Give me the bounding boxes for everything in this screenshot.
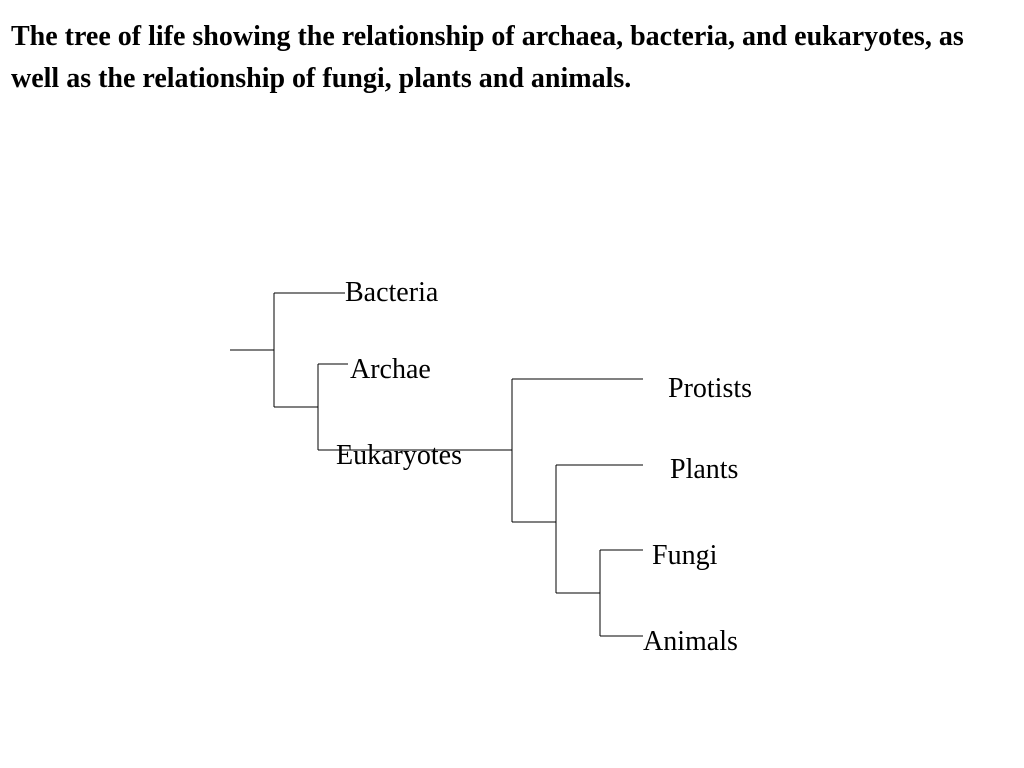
- leaf-label-fungi: Fungi: [652, 540, 718, 571]
- leaf-label-bacteria: Bacteria: [345, 277, 439, 308]
- leaf-label-eukaryotes: Eukaryotes: [336, 440, 462, 471]
- leaf-label-protists: Protists: [668, 373, 753, 404]
- page-title: The tree of life showing the relationshi…: [11, 21, 964, 94]
- leaf-label-archae: Archae: [350, 354, 431, 385]
- leaf-label-animals: Animals: [643, 626, 738, 657]
- leaf-label-plants: Plants: [670, 454, 739, 485]
